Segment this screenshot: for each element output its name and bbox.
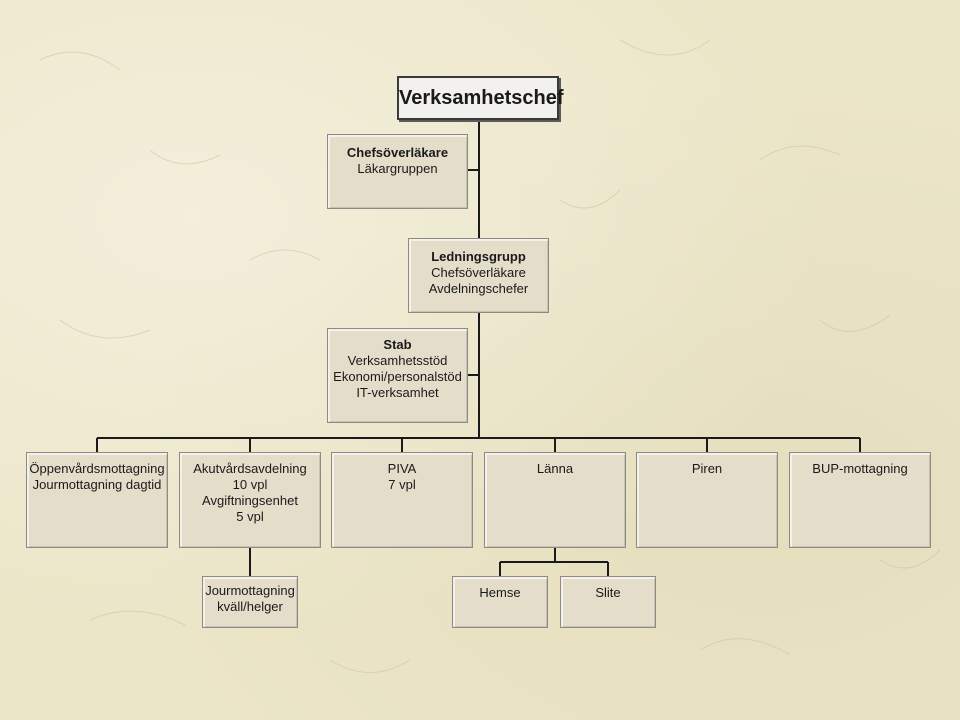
slite-label: Slite: [595, 585, 621, 600]
unit-line: Piren: [691, 461, 723, 476]
unit-line: BUP-mottagning: [812, 461, 908, 476]
unit-line: Öppenvårdsmottagning: [29, 461, 165, 476]
jourmottagning-box: Jourmottagning kväll/helger: [202, 576, 298, 628]
unit-line: PIVA: [387, 461, 417, 476]
jourmottagning-line: Jourmottagning: [205, 583, 295, 598]
hemse-label: Hemse: [479, 585, 521, 600]
verksamhetschef-box: Verksamhetschef: [397, 76, 564, 120]
verksamhetschef-title: Verksamhetschef: [399, 87, 564, 109]
unit-line: Avgiftningsenhet: [202, 493, 298, 508]
chefsoverlakare-box: Chefsöverläkare Läkargruppen: [327, 134, 468, 209]
unit-line: Jourmottagning dagtid: [32, 477, 162, 492]
unit-line: 7 vpl: [388, 477, 416, 492]
ledningsgrupp-box: Ledningsgrupp Chefsöverläkare Avdelnings…: [408, 238, 549, 313]
ledningsgrupp-title: Ledningsgrupp: [431, 249, 526, 264]
ledningsgrupp-line: Chefsöverläkare: [431, 265, 526, 280]
chefsoverlakare-title: Chefsöverläkare: [346, 145, 449, 160]
unit-box-oppenvard: Öppenvårdsmottagning Jourmottagning dagt…: [26, 452, 168, 548]
unit-box-piren: Piren: [636, 452, 778, 548]
unit-box-lanna: Länna: [484, 452, 626, 548]
jourmottagning-line: kväll/helger: [217, 599, 283, 614]
unit-line: 10 vpl: [232, 477, 268, 492]
unit-box-akutvard: Akutvårdsavdelning 10 vpl Avgiftningsenh…: [179, 452, 321, 548]
unit-line: Länna: [536, 461, 574, 476]
stab-box: Stab Verksamhetsstöd Ekonomi/personalstö…: [327, 328, 468, 423]
chefsoverlakare-line: Läkargruppen: [357, 161, 438, 176]
stab-line: IT-verksamhet: [356, 385, 439, 400]
slite-box: Slite: [560, 576, 656, 628]
unit-box-piva: PIVA 7 vpl: [331, 452, 473, 548]
unit-box-bup: BUP-mottagning: [789, 452, 931, 548]
stab-title: Stab: [383, 337, 412, 352]
unit-line: 5 vpl: [236, 509, 264, 524]
stab-line: Verksamhetsstöd: [347, 353, 448, 368]
unit-line: Akutvårdsavdelning: [193, 461, 307, 476]
ledningsgrupp-line: Avdelningschefer: [428, 281, 529, 296]
hemse-box: Hemse: [452, 576, 548, 628]
stab-line: Ekonomi/personalstöd: [333, 369, 462, 384]
